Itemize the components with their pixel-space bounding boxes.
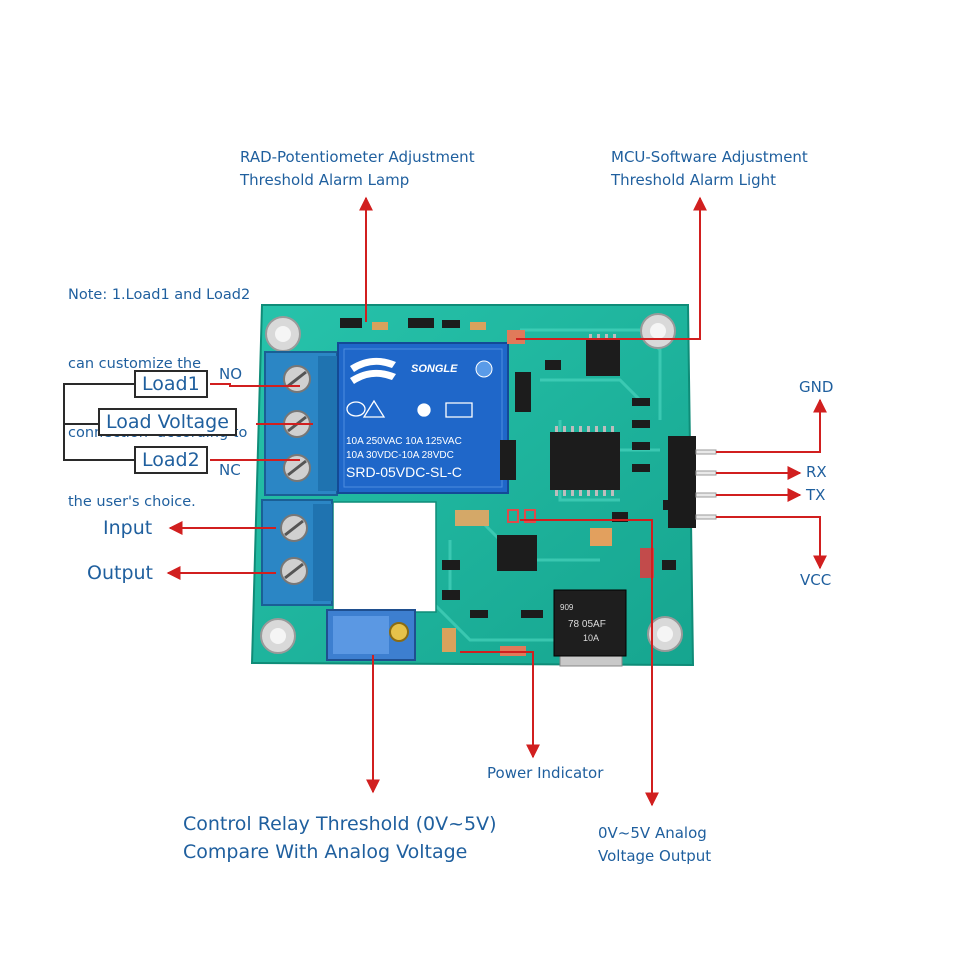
header-pins [668,436,717,528]
mounting-hole [647,616,683,652]
mounting-hole [640,313,676,349]
control-threshold-line2: Compare With Analog Voltage [183,841,468,863]
regulator-code: 909 [560,603,574,612]
rad-pot-label: RAD-Potentiometer Adjustment Threshold A… [240,146,475,192]
terminal-screw [283,365,311,393]
mounting-hole [260,618,296,654]
tx-label: TX [806,486,826,504]
analog-out-line2: Voltage Output [598,847,712,865]
vcc-label: VCC [800,571,832,589]
ic-chip-small [497,535,537,571]
board-cutout [332,501,437,613]
no-label: NO [219,365,243,383]
potentiometer-screw [389,622,409,642]
load1-line [210,383,300,387]
mcu-soft-label: MCU-Software Adjustment Threshold Alarm … [611,146,808,192]
nc-label: NC [219,461,241,479]
songle-logo [350,357,396,384]
ic-chip-small [586,334,620,376]
relay-brand: SONGLE [411,363,458,375]
terminal-screw [283,454,311,482]
regulator-rating: 10A [583,633,599,643]
certification-marks [346,399,473,418]
relay-rating-2: 10A 30VDC-10A 28VDC [346,450,454,461]
relay-rating-1: 10A 250VAC 10A 125VAC [346,436,462,447]
control-threshold-line1: Control Relay Threshold (0V~5V) [183,813,497,835]
mcu-soft-line1: MCU-Software Adjustment [611,148,808,166]
input-label: Input [103,517,153,539]
note-line1: Note: 1.Load1 and Load2 [68,287,251,303]
voltage-regulator: 909 78 05AF 10A [553,589,627,667]
note-line4: the user's choice. [68,494,196,510]
terminal-screw [280,557,308,585]
rad-pot-line1: RAD-Potentiometer Adjustment [240,148,475,166]
load-bracket [63,383,134,461]
relay-model: SRD-05VDC-SL-C [346,464,462,480]
rx-label: RX [806,463,827,481]
gnd-arrow [716,398,827,453]
load-voltage-box: Load Voltage [98,408,237,436]
output-label: Output [87,562,153,584]
annotation-lines [166,196,827,807]
vcc-arrow [716,516,827,570]
rad-pot-line2: Threshold Alarm Lamp [240,171,410,189]
load1-box: Load1 [134,370,208,398]
mounting-hole [265,316,301,352]
relay: SONGLE 10A 250VAC 10A 125VAC 10A 30VDC-1… [337,342,509,494]
power-indicator-arrow [460,651,540,759]
analog-out-label: 0V~5V Analog Voltage Output [598,822,711,868]
analog-out-line1: 0V~5V Analog [598,824,707,842]
mcu-soft-arrow [516,196,707,340]
load2-box: Load2 [134,446,208,474]
analog-out-arrow [520,519,659,807]
gnd-label: GND [799,378,834,396]
regulator-model: 78 05AF [568,619,606,630]
terminal-screw [280,514,308,542]
ic-chip [550,426,620,496]
potentiometer [326,609,416,661]
relay-reset-dot [475,360,493,378]
power-indicator-label: Power Indicator [487,764,604,782]
signal-terminal-block [261,499,333,606]
note-line2: can customize the [68,356,202,372]
control-threshold-label: Control Relay Threshold (0V~5V) Compare … [183,810,497,866]
mcu-soft-line2: Threshold Alarm Light [611,171,777,189]
